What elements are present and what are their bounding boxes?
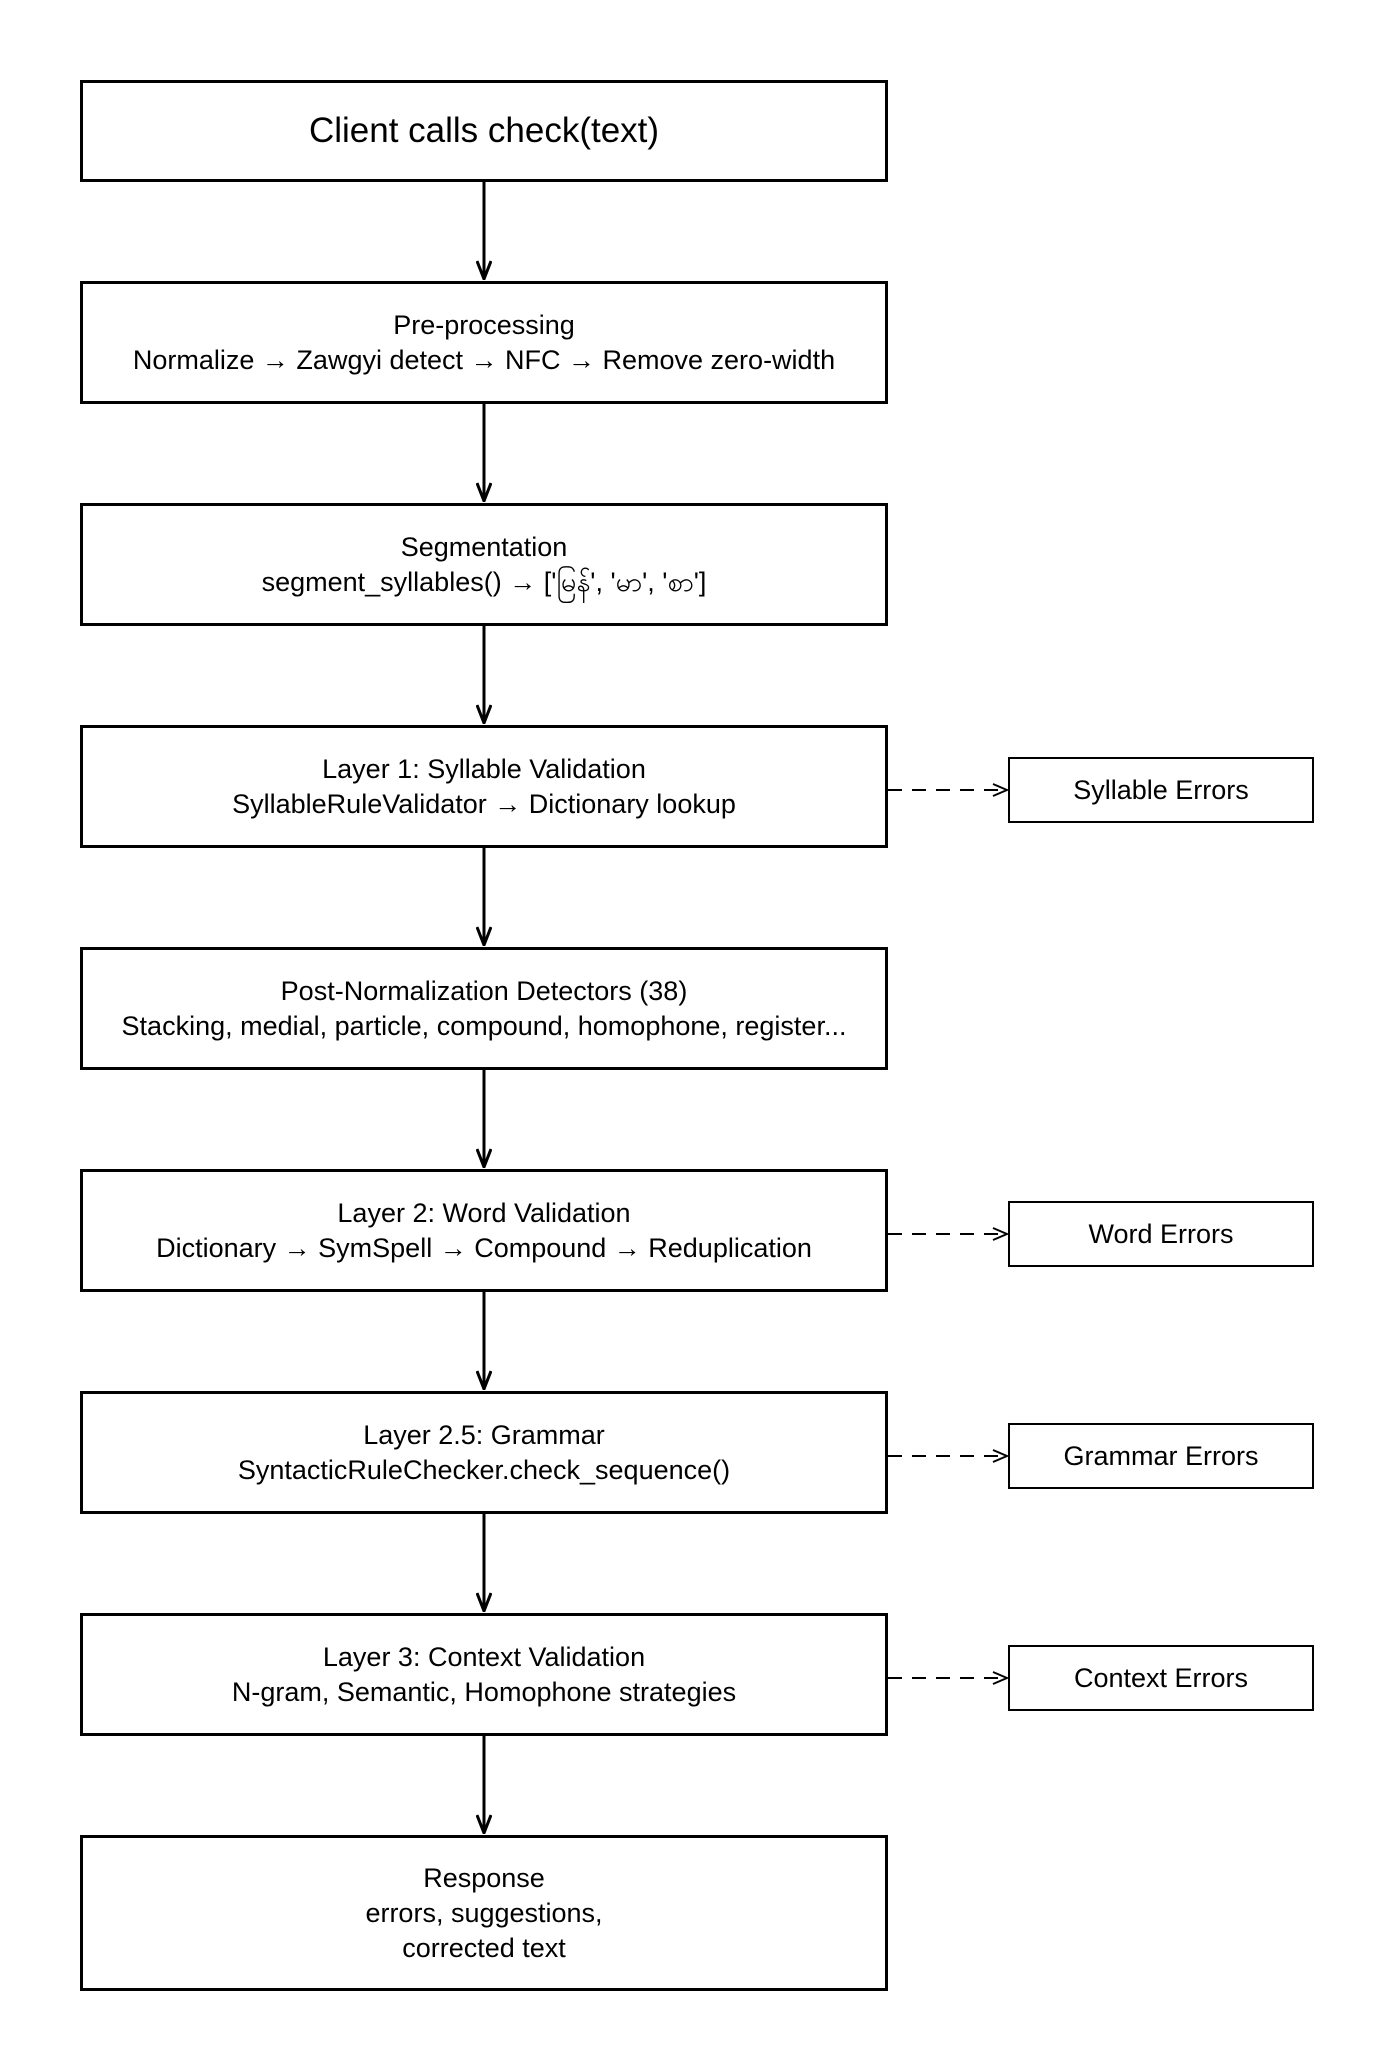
- error-output-label: Context Errors: [1073, 1662, 1249, 1693]
- step-response: Response errors, suggestions, corrected …: [80, 1835, 888, 1991]
- step-post-normalization-detectors: Post-Normalization Detectors (38) Stacki…: [80, 947, 888, 1070]
- step-segmentation: Segmentation segment_syllables() → ['မြန…: [80, 503, 888, 626]
- step-detail: SyllableRuleValidator → Dictionary looku…: [232, 788, 736, 819]
- step-title: Layer 1: Syllable Validation: [322, 753, 646, 784]
- step-title: Response: [423, 1862, 545, 1893]
- error-output-label: Word Errors: [1088, 1218, 1234, 1249]
- step-title: Layer 3: Context Validation: [322, 1641, 646, 1672]
- step-client-call: Client calls check(text): [80, 80, 888, 182]
- error-output-label: Grammar Errors: [1063, 1440, 1259, 1471]
- step-title: Layer 2: Word Validation: [337, 1197, 631, 1228]
- step-detail: errors, suggestions,: [365, 1897, 603, 1928]
- step-detail: Dictionary → SymSpell → Compound → Redup…: [156, 1232, 812, 1263]
- word-errors-box: Word Errors: [1008, 1201, 1314, 1267]
- syllable-errors-box: Syllable Errors: [1008, 757, 1314, 823]
- step-detail: Stacking, medial, particle, compound, ho…: [121, 1010, 847, 1041]
- grammar-errors-box: Grammar Errors: [1008, 1423, 1314, 1489]
- step-layer3-context-validation: Layer 3: Context Validation N-gram, Sema…: [80, 1613, 888, 1736]
- step-layer1-syllable-validation: Layer 1: Syllable Validation SyllableRul…: [80, 725, 888, 848]
- step-layer2-word-validation: Layer 2: Word Validation Dictionary → Sy…: [80, 1169, 888, 1292]
- step-title: Segmentation: [400, 531, 568, 562]
- context-errors-box: Context Errors: [1008, 1645, 1314, 1711]
- step-detail: corrected text: [402, 1932, 566, 1963]
- step-detail: segment_syllables() → ['မြန်', 'မာ', 'စာ…: [261, 566, 707, 597]
- error-output-label: Syllable Errors: [1073, 774, 1249, 805]
- step-title: Layer 2.5: Grammar: [363, 1419, 605, 1450]
- step-detail: Normalize → Zawgyi detect → NFC → Remove…: [132, 344, 836, 375]
- step-title: Pre-processing: [393, 309, 575, 340]
- step-preprocessing: Pre-processing Normalize → Zawgyi detect…: [80, 281, 888, 404]
- step-title: Client calls check(text): [308, 111, 660, 150]
- step-layer2-5-grammar: Layer 2.5: Grammar SyntacticRuleChecker.…: [80, 1391, 888, 1514]
- step-detail: SyntacticRuleChecker.check_sequence(): [237, 1454, 731, 1485]
- step-detail: N-gram, Semantic, Homophone strategies: [231, 1676, 737, 1707]
- step-title: Post-Normalization Detectors (38): [280, 975, 688, 1006]
